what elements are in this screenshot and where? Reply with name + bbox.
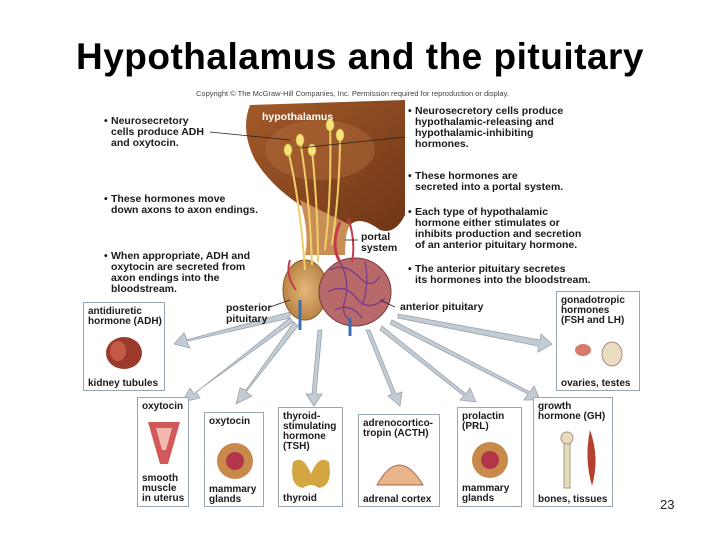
anterior-pituitary-shape xyxy=(318,257,392,327)
arrow-to-oxytocin-uterus xyxy=(181,317,294,403)
gonad-icon xyxy=(575,341,623,367)
kidney-icon xyxy=(106,337,142,369)
adrenal-icon xyxy=(376,464,424,486)
arrow-to-acth xyxy=(365,329,403,407)
arrow-to-oxytocin-mammary xyxy=(235,321,299,405)
page-number: 23 xyxy=(660,497,675,512)
card-oxytocin-mammary: oxytocin mammary glands xyxy=(204,412,264,507)
card-adh: antidiuretic hormone (ADH) kidney tubule… xyxy=(83,302,165,391)
hormone-arrows xyxy=(173,311,553,407)
card-tsh: thyroid- stimulating hormone (TSH) thyro… xyxy=(278,407,343,507)
card-prl: prolactin (PRL) mammary glands xyxy=(457,407,522,507)
arrow-to-adh xyxy=(173,311,291,349)
mammary-icon xyxy=(217,443,253,479)
hypothalamus-label: hypothalamus xyxy=(262,111,334,123)
bone-muscle-icon xyxy=(560,430,596,489)
anterior-pituitary-label: anterior pituitary xyxy=(400,301,484,313)
card-acth: adrenocortico- tropin (ACTH) adrenal cor… xyxy=(358,414,440,507)
mammary-icon xyxy=(472,442,508,478)
card-gonad: gonadotropic hormones (FSH and LH) ovari… xyxy=(556,291,640,391)
copyright-notice: Copyright © The McGraw-Hill Companies, I… xyxy=(196,89,509,98)
arrow-to-prl xyxy=(379,325,477,403)
arrow-to-tsh xyxy=(305,329,323,407)
uterus-icon xyxy=(148,422,180,464)
slide-title: Hypothalamus and the pituitary xyxy=(75,36,644,77)
portal-vessel xyxy=(333,221,342,263)
thyroid-icon xyxy=(292,459,330,488)
card-adh-target: kidney tubules xyxy=(88,378,159,389)
card-gh: growth hormone (GH) bones, tissues xyxy=(533,397,613,507)
axons xyxy=(287,124,341,271)
card-adh-hormone: antidiuretic xyxy=(88,306,142,317)
arrow-to-gh xyxy=(389,319,541,401)
arrow-to-gonad xyxy=(397,313,553,353)
card-oxytocin-uterus: oxytocin smooth muscle in uterus xyxy=(137,397,189,507)
